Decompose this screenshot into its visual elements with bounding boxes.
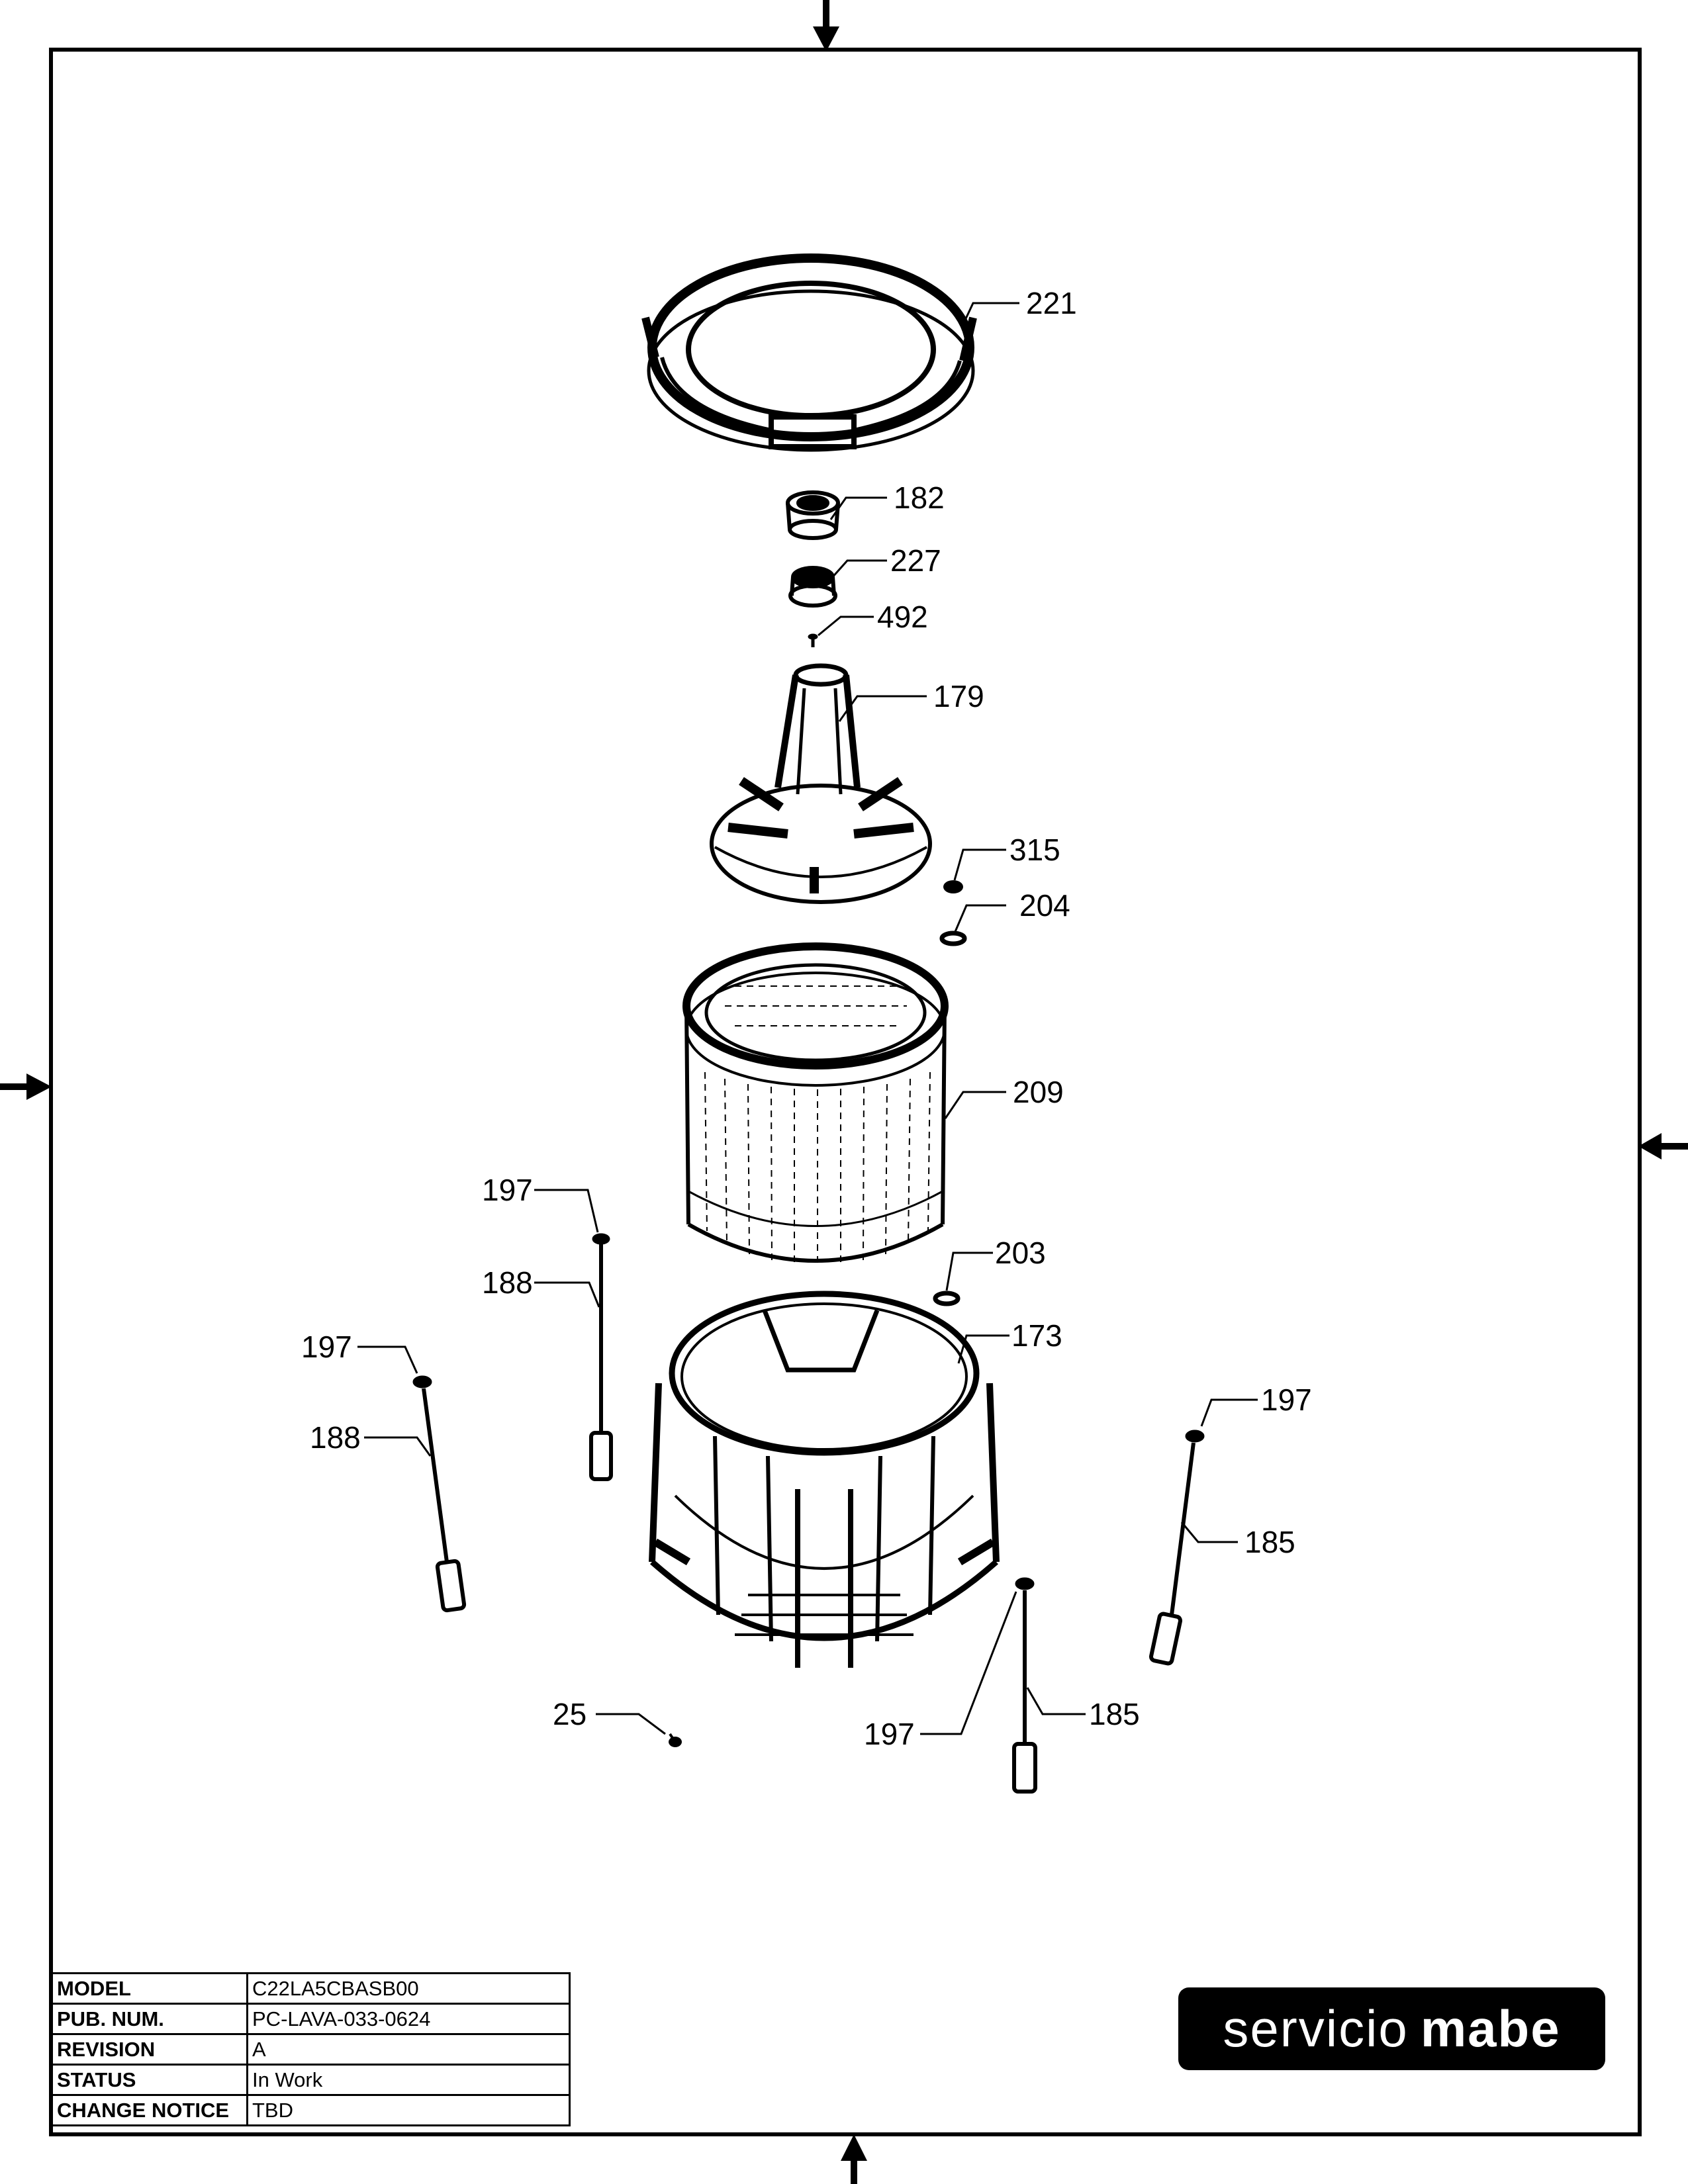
part-185-suspension-rod-front: [1012, 1577, 1037, 1794]
callout-185-front: 185: [1089, 1697, 1140, 1731]
callout-492: 492: [877, 600, 928, 634]
part-179-agitator: [710, 663, 932, 904]
title-block-key: STATUS: [51, 2064, 248, 2096]
callout-227: 227: [890, 543, 941, 578]
title-block-value: A: [246, 2033, 571, 2066]
title-block-value: C22LA5CBASB00: [246, 1972, 571, 2005]
title-block-value: In Work: [246, 2064, 571, 2096]
part-203-washer: [933, 1291, 961, 1306]
callout-203: 203: [995, 1236, 1046, 1270]
part-221-tub-ring: [641, 253, 977, 452]
callout-209: 209: [1013, 1075, 1064, 1109]
callout-197-right: 197: [1261, 1383, 1312, 1417]
callout-197-front: 197: [864, 1717, 915, 1751]
callout-221: 221: [1026, 286, 1077, 320]
title-block-value: PC-LAVA-033-0624: [246, 2003, 571, 2035]
callout-197-left: 197: [301, 1330, 352, 1364]
callout-185-right: 185: [1244, 1525, 1295, 1559]
logo-text-servicio: servicio: [1223, 1999, 1409, 2058]
title-block-row: PUB. NUM.PC-LAVA-033-0624: [51, 2003, 571, 2035]
part-204-washer: [939, 931, 967, 946]
callout-188-left: 188: [310, 1420, 361, 1455]
part-315-nut: [943, 880, 963, 893]
part-227-seal: [788, 566, 837, 608]
part-188-suspension-rod-left: [412, 1375, 467, 1613]
callout-179: 179: [933, 679, 984, 713]
callout-188-center: 188: [482, 1265, 533, 1300]
callout-197-center: 197: [482, 1173, 533, 1207]
callout-25: 25: [553, 1697, 586, 1731]
part-182-bushing: [786, 490, 840, 540]
callout-204: 204: [1019, 888, 1070, 923]
title-block-value: TBD: [246, 2094, 571, 2126]
callout-labels: 221 182 227 492 179 315 204 209 197 188 …: [301, 286, 1312, 1751]
brand-logo: servicio mabe: [1178, 1987, 1605, 2070]
callout-315: 315: [1009, 833, 1060, 867]
part-492-screw: [808, 633, 818, 647]
drawing-border: [49, 48, 1642, 2136]
part-188-suspension-rod-center: [589, 1233, 613, 1481]
title-block-key: PUB. NUM.: [51, 2003, 248, 2035]
part-173-outer-tub: [649, 1291, 1000, 1668]
part-185-suspension-rod-right: [1149, 1430, 1205, 1666]
leader-lines: [357, 302, 1258, 1735]
title-block-key: MODEL: [51, 1972, 248, 2005]
part-25-screw: [669, 1733, 682, 1747]
callout-182: 182: [894, 480, 945, 515]
title-block-key: REVISION: [51, 2033, 248, 2066]
callout-173: 173: [1011, 1318, 1062, 1353]
title-block-key: CHANGE NOTICE: [51, 2094, 248, 2126]
part-209-wash-basket: [682, 942, 949, 1265]
logo-text-mabe: mabe: [1420, 1999, 1561, 2058]
